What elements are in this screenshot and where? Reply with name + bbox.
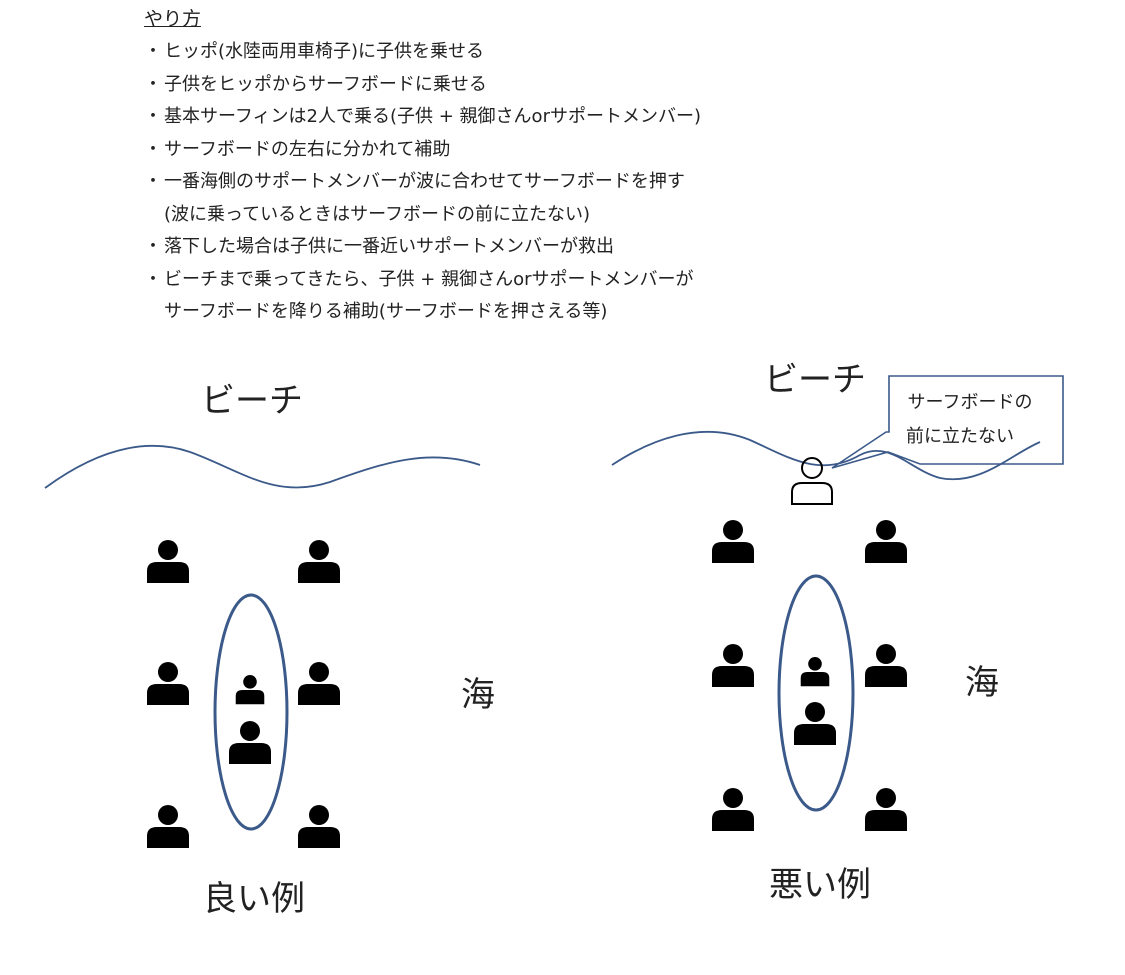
support-member-icon xyxy=(298,662,340,705)
good-example: ビーチ 海 良い例 xyxy=(44,381,495,919)
instruction-item: ・ヒッポ(水陸両用車椅子)に子供を乗せる xyxy=(144,36,904,69)
support-member-icon xyxy=(712,644,754,687)
sea-label: 海 xyxy=(461,675,495,715)
instruction-text: サーフボードの左右に分かれて補助 xyxy=(164,138,451,160)
instruction-subtext: (波に乗っているときはサーフボードの前に立たない) xyxy=(164,203,591,225)
support-member-icon xyxy=(298,805,340,848)
instruction-subtext: サーフボードを降りる補助(サーフボードを押さえる等) xyxy=(164,301,608,322)
support-member-icon xyxy=(712,788,754,831)
instruction-text: 基本サーフィンは2人で乗る(子供 + 親御さんorサポートメンバー) xyxy=(164,106,701,127)
bullet: ・ xyxy=(144,171,162,192)
support-member-icon xyxy=(147,540,189,583)
instruction-text: 一番海側のサポートメンバーが波に合わせてサーフボードを押す xyxy=(164,171,685,192)
child-icon xyxy=(800,657,830,687)
support-member-icon xyxy=(712,520,754,563)
support-member-icon xyxy=(147,662,189,705)
callout-box xyxy=(831,375,1064,469)
bullet: ・ xyxy=(144,138,162,160)
support-member-icon xyxy=(865,520,907,563)
bullet: ・ xyxy=(144,106,162,127)
support-member-icon xyxy=(298,540,340,583)
wave-line xyxy=(44,444,481,489)
support-member-icon xyxy=(865,644,907,687)
caption-good: 良い例 xyxy=(203,879,305,919)
instruction-item: ・ビーチまで乗ってきたら、子供 + 親御さんorサポートメンバーがサーフボードを… xyxy=(144,264,904,329)
bullet: ・ xyxy=(144,268,162,290)
instruction-item: ・子供をヒッポからサーフボードに乗せる xyxy=(144,69,904,102)
parent-icon xyxy=(794,702,836,745)
surfboard xyxy=(213,593,289,831)
instruction-text: 子供をヒッポからサーフボードに乗せる xyxy=(164,73,487,95)
instruction-item: ・落下した場合は子供に一番近いサポートメンバーが救出 xyxy=(144,231,904,264)
beach-label: ビーチ xyxy=(764,360,866,400)
bullet: ・ xyxy=(144,41,162,62)
callout-text-line2: 前に立たない xyxy=(906,426,1014,447)
surfboard xyxy=(777,574,855,812)
bad-example: ビーチ サーフボードの 前に立たない 海 悪い例 xyxy=(611,360,1064,905)
beach-label: ビーチ xyxy=(201,381,303,421)
callout-text-line1: サーフボードの xyxy=(908,392,1033,413)
parent-icon xyxy=(229,721,271,764)
caption-bad: 悪い例 xyxy=(769,865,871,905)
instruction-text: ビーチまで乗ってきたら、子供 + 親御さんorサポートメンバーが xyxy=(164,268,694,290)
instructions-list: ・ヒッポ(水陸両用車椅子)に子供を乗せる ・子供をヒッポからサーフボードに乗せる… xyxy=(144,36,904,329)
support-member-icon xyxy=(147,805,189,848)
instruction-text: 落下した場合は子供に一番近いサポートメンバーが救出 xyxy=(164,236,614,257)
instructions: やり方 ・ヒッポ(水陸両用車椅子)に子供を乗せる ・子供をヒッポからサーフボード… xyxy=(144,6,904,329)
sea-label: 海 xyxy=(965,663,999,703)
bullet: ・ xyxy=(144,73,162,95)
instructions-heading: やり方 xyxy=(144,8,202,30)
support-member-icon xyxy=(865,788,907,831)
instruction-item: ・基本サーフィンは2人で乗る(子供 + 親御さんorサポートメンバー) xyxy=(144,101,904,134)
wave-line xyxy=(611,430,1041,481)
bullet: ・ xyxy=(144,236,162,257)
child-icon xyxy=(235,675,265,705)
instruction-text: ヒッポ(水陸両用車椅子)に子供を乗せる xyxy=(164,41,485,62)
instruction-item: ・サーフボードの左右に分かれて補助 xyxy=(144,134,904,167)
person-in-front-outline-icon xyxy=(791,457,833,505)
instruction-item: ・一番海側のサポートメンバーが波に合わせてサーフボードを押す (波に乗っているとき… xyxy=(144,166,904,231)
